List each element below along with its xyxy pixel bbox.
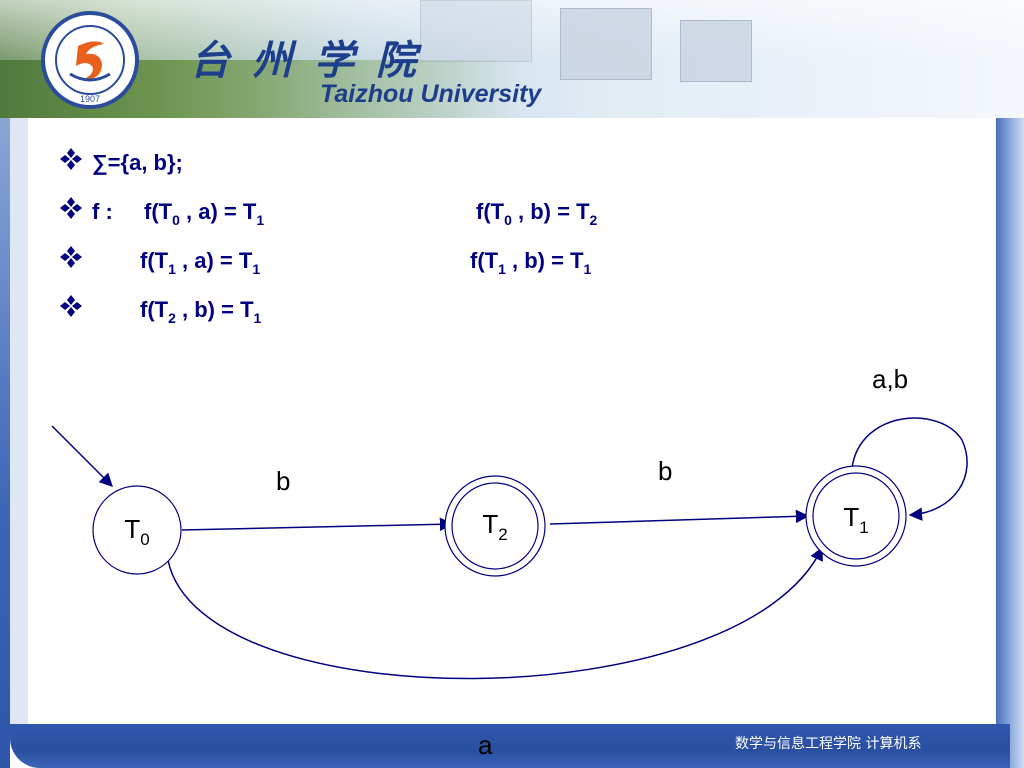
state-label-t2: T2 [482,509,508,544]
bullet-transition-1: f : f(T0 , a) = T1 f(T0 , b) = T2 [58,192,698,232]
transition-left: f(T2 , b) = T1 [140,297,262,326]
banner-building [680,20,752,82]
edge-label-t0-t2: b [276,466,291,496]
diamond-bullet-icon [60,246,82,268]
footer-bar [10,724,1010,768]
state-label-t0: T0 [124,514,150,549]
diamond-bullet-icon [60,295,82,317]
function-prefix: f : [92,199,113,224]
footer-department: 数学与信息工程学院 计算机系 [735,736,922,752]
edge-t2-t1 [549,509,810,525]
diamond-bullet-icon [60,148,82,170]
edge-t1-loop [851,417,968,521]
university-logo: 1907 [41,11,139,109]
left-border [0,118,10,768]
edge-t0-t1 [167,546,823,680]
transition-left: f(T0 , a) = T1 [144,199,265,228]
logo-year: 1907 [80,94,100,104]
school-name-chinese: 台州学院 [190,37,438,84]
state-t1 [812,472,900,560]
diamond-bullet-icon [60,197,82,219]
state-t0 [92,485,182,575]
banner-building [560,8,652,80]
transition-right: f(T0 , b) = T2 [476,199,598,228]
transition-right: f(T1 , b) = T1 [470,248,592,277]
right-border [996,118,1024,768]
alphabet-text: ∑={a, b}; [92,150,183,175]
banner-sky [0,0,1024,60]
edge-label-t2-t1: b [658,456,673,486]
bullet-transition-2: f(T1 , a) = T1 f(T1 , b) = T1 [58,241,698,281]
header-banner: 1907 台州学院 Taizhou University [0,0,1024,118]
school-name-english: Taizhou University [320,80,542,108]
state-t2 [451,482,539,570]
edge-label-t1-loop: a,b [872,364,909,394]
start-arrow [51,425,113,487]
edge-t0-t2 [181,517,454,532]
transition-left: f(T1 , a) = T1 [140,248,261,277]
edge-label-t0-t1: a [478,730,493,760]
content-area [10,118,996,728]
state-label-t1: T1 [843,502,869,537]
banner-building [420,0,532,62]
